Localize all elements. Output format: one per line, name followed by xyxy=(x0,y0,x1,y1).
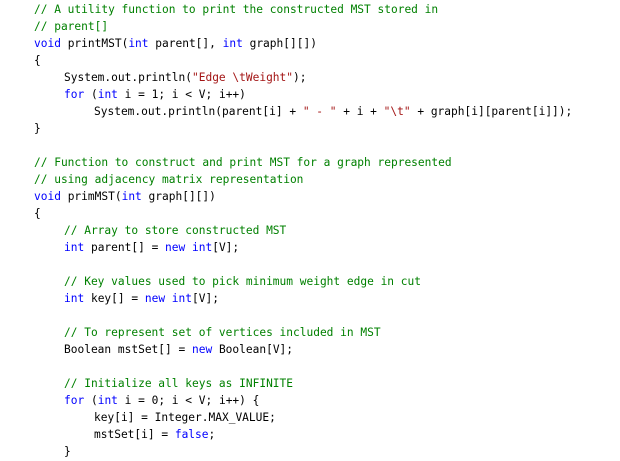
code-text: primMST( xyxy=(67,190,122,203)
code-comment: // Array to store constructed MST xyxy=(64,224,287,237)
code-line: // Function to construct and print MST f… xyxy=(34,154,572,171)
code-text: Boolean[V]; xyxy=(218,343,294,356)
code-text: parent[], xyxy=(155,37,223,50)
code-line: for (int i = 0; i < V; i++) { xyxy=(34,392,572,409)
code-comment: // parent[] xyxy=(34,20,109,33)
code-text: printMST( xyxy=(67,37,129,50)
code-line: } xyxy=(34,120,572,137)
code-line xyxy=(34,137,572,154)
code-line: key[i] = Integer.MAX_VALUE; xyxy=(34,409,572,426)
code-text: key[i] = Integer.MAX_VALUE; xyxy=(94,411,276,424)
code-text: System.out.println( xyxy=(64,71,192,84)
code-text: ( xyxy=(90,88,98,101)
code-line: System.out.println("Edge \tWeight"); xyxy=(34,69,572,86)
code-line: System.out.println(parent[i] + " - " + i… xyxy=(34,103,572,120)
code-keyword: for xyxy=(64,394,91,407)
code-line: // parent[] xyxy=(34,18,572,35)
code-keyword: int xyxy=(121,190,149,203)
code-line: int parent[] = new int[V]; xyxy=(34,239,572,256)
code-line xyxy=(34,307,572,324)
code-text: { xyxy=(34,54,41,67)
code-comment: // Key values used to pick minimum weigh… xyxy=(64,275,421,288)
code-text: mstSet[i] = xyxy=(94,428,175,441)
code-text: Boolean mstSet[] = xyxy=(64,343,192,356)
code-keyword: int xyxy=(64,241,91,254)
code-block: // A utility function to print the const… xyxy=(34,1,572,460)
code-text: i = 0; i < V; i++) { xyxy=(124,394,260,407)
code-text: } xyxy=(64,445,71,458)
code-text: + graph[i][parent[i]]); xyxy=(410,105,573,118)
code-line xyxy=(34,358,572,375)
code-keyword: new int xyxy=(144,292,192,305)
code-text: ); xyxy=(293,71,307,84)
code-keyword: new xyxy=(191,343,219,356)
code-line: // A utility function to print the const… xyxy=(34,1,572,18)
code-line: { xyxy=(34,52,572,69)
code-line xyxy=(34,256,572,273)
code-keyword: int xyxy=(128,37,156,50)
code-text: { xyxy=(34,207,41,220)
code-text: + i + xyxy=(336,105,384,118)
code-keyword: for xyxy=(64,88,91,101)
code-text: parent[] = xyxy=(90,241,166,254)
code-comment: // Function to construct and print MST f… xyxy=(34,156,452,169)
code-line: // Key values used to pick minimum weigh… xyxy=(34,273,572,290)
code-comment: // Initialize all keys as INFINITE xyxy=(64,377,294,390)
code-comment: // using adjacency matrix representation xyxy=(34,173,304,186)
code-comment: // A utility function to print the const… xyxy=(34,3,439,16)
code-keyword: int xyxy=(222,37,250,50)
code-text: i = 1; i < V; i++) xyxy=(124,88,246,101)
code-string: "Edge \tWeight" xyxy=(191,71,294,84)
code-keyword: new int xyxy=(165,241,213,254)
code-text: ( xyxy=(90,394,98,407)
code-text: } xyxy=(34,122,41,135)
code-line: // To represent set of vertices included… xyxy=(34,324,572,341)
code-line: for (int i = 1; i < V; i++) xyxy=(34,86,572,103)
code-text: key[] = xyxy=(90,292,145,305)
code-line: Boolean mstSet[] = new Boolean[V]; xyxy=(34,341,572,358)
code-string: " - " xyxy=(302,105,337,118)
code-line: mstSet[i] = false; xyxy=(34,426,572,443)
code-keyword: false xyxy=(174,428,209,441)
code-text: [V]; xyxy=(192,292,219,305)
code-line: // Initialize all keys as INFINITE xyxy=(34,375,572,392)
code-line: } xyxy=(34,443,572,460)
code-keyword: int xyxy=(64,292,91,305)
code-keyword: int xyxy=(97,88,125,101)
code-line: // using adjacency matrix representation xyxy=(34,171,572,188)
code-line: void printMST(int parent[], int graph[][… xyxy=(34,35,572,52)
code-comment: // To represent set of vertices included… xyxy=(64,326,381,339)
code-line: void primMST(int graph[][]) xyxy=(34,188,572,205)
code-text: [V]; xyxy=(212,241,240,254)
code-keyword: int xyxy=(97,394,125,407)
code-line: { xyxy=(34,205,572,222)
code-text: ; xyxy=(208,428,216,441)
code-line: int key[] = new int[V]; xyxy=(34,290,572,307)
code-text: graph[][]) xyxy=(148,190,216,203)
code-text: graph[][]) xyxy=(249,37,317,50)
code-line: // Array to store constructed MST xyxy=(34,222,572,239)
code-keyword: void xyxy=(34,37,68,50)
code-string: "\t" xyxy=(383,105,411,118)
code-text: System.out.println(parent[i] + xyxy=(94,105,303,118)
code-keyword: void xyxy=(34,190,68,203)
